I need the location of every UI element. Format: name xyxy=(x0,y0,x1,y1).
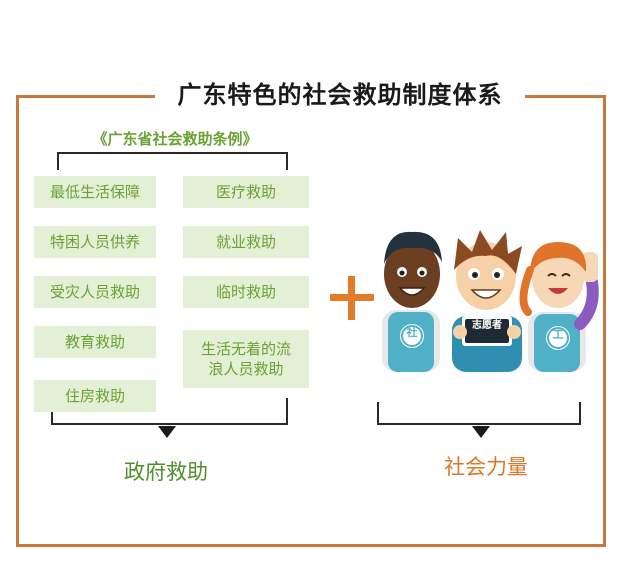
item-minimum-living: 最低生活保障 xyxy=(34,176,156,208)
gov-arrow-down xyxy=(158,426,176,438)
item-education-assistance: 教育救助 xyxy=(34,326,156,358)
top-bracket-line xyxy=(57,152,288,170)
social-bottom-bracket-line xyxy=(377,402,581,425)
right-volunteer-figure xyxy=(519,242,599,372)
middle-volunteer-figure xyxy=(452,230,522,372)
regulation-subtitle: 《广东省社会救助条例》 xyxy=(92,130,258,148)
government-assistance-label: 政府救助 xyxy=(124,460,208,484)
left-volunteer-figure xyxy=(382,231,442,372)
social-arrow-down xyxy=(472,426,490,438)
item-disaster-victim-assistance: 受灾人员救助 xyxy=(34,276,156,308)
item-employment-assistance: 就业救助 xyxy=(183,226,309,258)
social-forces-label: 社会力量 xyxy=(444,455,528,479)
item-housing-assistance: 住房救助 xyxy=(34,380,156,412)
vest-left-char: 社 xyxy=(406,326,418,339)
title-background xyxy=(155,78,525,112)
item-temporary-assistance: 临时救助 xyxy=(183,276,309,308)
volunteers-illustration xyxy=(382,230,599,372)
plus-icon xyxy=(330,276,374,320)
item-medical-assistance: 医疗救助 xyxy=(183,176,309,208)
diagram-title: 广东特色的社会救助制度体系 xyxy=(177,81,503,109)
volunteer-sign-text: 志愿者 xyxy=(472,320,502,331)
gov-bottom-bracket-line xyxy=(51,398,288,425)
vest-right-char: 工 xyxy=(552,328,564,341)
item-extreme-poverty-support: 特困人员供养 xyxy=(34,226,156,258)
item-homeless-assistance: 生活无着的流浪人员救助 xyxy=(183,330,309,388)
